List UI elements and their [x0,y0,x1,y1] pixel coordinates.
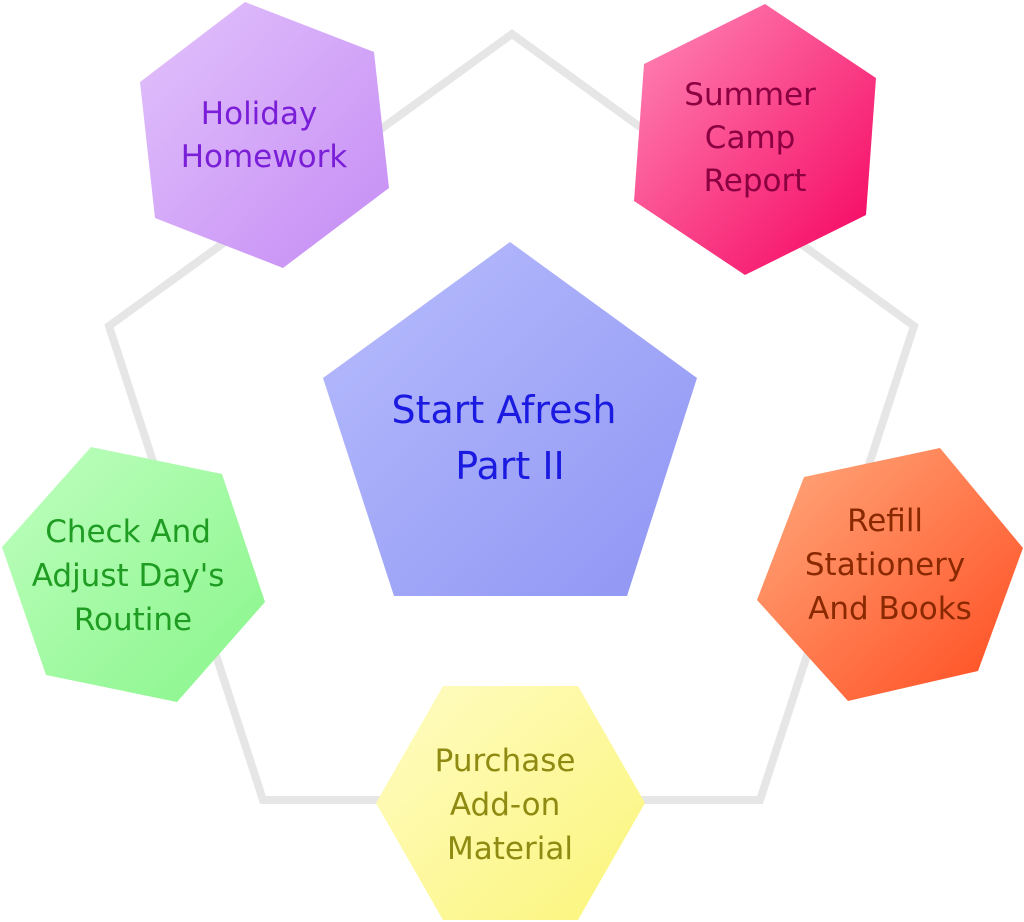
node-label-line: Routine [74,602,192,638]
node-label: Refill Stationery And Books [805,503,975,627]
node-hexagon [376,686,645,920]
node-hexagon [757,448,1023,701]
node-label-line: Adjust Day's [32,558,225,594]
center-label-line-1: Start Afresh [391,388,616,432]
center-pentagon [323,242,697,596]
center-label-line-2: Part II [455,444,565,488]
node-label-line: Purchase [435,743,576,779]
node-label-line: Material [447,831,573,867]
node-label-line: Refill [847,503,923,539]
node-label-line: Homework [181,139,348,175]
node-label: Check And Adjust Day's Routine [32,514,235,638]
node-label-line: Holiday [201,96,318,132]
node-hexagon [140,2,389,268]
node-label-line: Add-on [450,787,560,823]
node-check-routine: Check And Adjust Day's Routine [2,447,265,702]
node-label-line: And Books [808,591,972,627]
node-holiday-homework: Holiday Homework [140,2,389,268]
node-hexagon [2,447,265,702]
node-hexagon [634,4,876,275]
node-label: Holiday Homework [181,96,348,175]
node-label-line: Check And [45,514,211,550]
center-node: Start Afresh Part II [323,242,697,596]
node-purchase-add-on: Purchase Add-on Material [376,686,645,920]
node-label-line: Camp [705,120,796,156]
node-label-line: Report [704,163,807,199]
node-label-line: Summer [684,77,816,113]
node-summer-camp-report: Summer Camp Report [634,4,876,275]
node-refill-stationery: Refill Stationery And Books [757,448,1023,701]
node-label-line: Stationery [805,547,965,583]
node-label: Purchase Add-on Material [435,743,586,867]
center-label: Start Afresh Part II [391,388,628,488]
node-label: Summer Camp Report [684,77,825,199]
